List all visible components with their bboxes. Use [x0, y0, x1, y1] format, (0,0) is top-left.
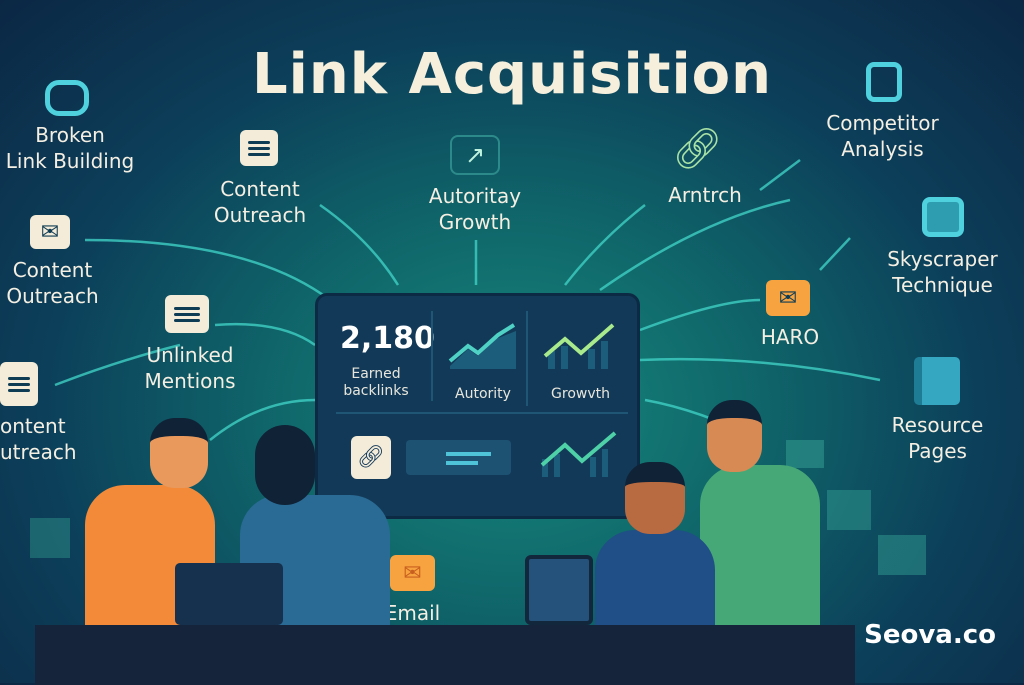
- person-head-woman: [255, 425, 315, 505]
- authority-label: Autority: [455, 386, 511, 402]
- person-head-standing: [707, 400, 762, 472]
- document-icon: [165, 295, 209, 333]
- mail-icon: ✉: [30, 215, 70, 249]
- node-email: Email: [384, 601, 441, 625]
- laptop: [175, 563, 283, 625]
- node-content-outreach-left: Content Outreach: [6, 258, 99, 308]
- competitor-icon: [866, 62, 902, 102]
- node-competitor-analysis: Competitor Analysis: [826, 111, 939, 161]
- node-arntrch: Arntrch: [668, 183, 742, 207]
- trend-up-icon: ↗: [450, 135, 500, 175]
- earned-backlinks-count: 2,180: [340, 321, 435, 356]
- growth-label: Growvth: [551, 386, 610, 402]
- node-authority-growth: Autoritay Growth: [428, 184, 522, 234]
- node-content-outreach-top: Content Outreach: [213, 177, 307, 227]
- authority-chart-icon: [448, 323, 516, 369]
- node-skyscraper-technique: Skyscraper Technique: [887, 247, 998, 297]
- document-icon: [30, 518, 70, 558]
- node-haro: HARO: [760, 325, 820, 349]
- growth-chart-icon: [543, 323, 615, 369]
- book-icon: [914, 357, 960, 405]
- node-broken-link-building: Broken Link Building: [5, 123, 135, 173]
- person-head-glasses: [150, 418, 208, 488]
- page-title: Link Acquisition: [252, 42, 772, 107]
- node-content-outreach-bottom: ontent utreach: [0, 414, 77, 464]
- skyscraper-icon: [922, 197, 964, 237]
- document-icon: [878, 535, 926, 575]
- node-resource-pages: Resource Pages: [891, 413, 984, 463]
- profile-card: [406, 440, 511, 475]
- link-icon: 🔗︎: [351, 436, 391, 479]
- earned-backlinks-label: Earned backlinks: [343, 366, 409, 399]
- node-unlinked-mentions: Unlinked Mentions: [144, 343, 236, 393]
- trend-chart-icon: [540, 431, 617, 477]
- person-seated-right: [595, 530, 715, 630]
- person-head-seated: [625, 462, 685, 534]
- desk: [35, 625, 855, 685]
- tablet: [525, 555, 593, 625]
- chain-link-icon: 🔗︎: [672, 126, 723, 172]
- dashboard-panel: 2,180 Earned backlinks Autority Growvth …: [315, 293, 640, 519]
- broken-link-icon: [45, 80, 89, 116]
- document-icon: [0, 362, 38, 406]
- person-green-shirt: [700, 465, 820, 625]
- mail-icon: ✉: [766, 280, 810, 316]
- chat-bubble-icon: [240, 130, 278, 166]
- email-icon: ✉: [390, 555, 435, 591]
- mail-icon: [786, 440, 824, 468]
- document-icon: [827, 490, 871, 530]
- brand-logo: Seova.co: [864, 620, 996, 650]
